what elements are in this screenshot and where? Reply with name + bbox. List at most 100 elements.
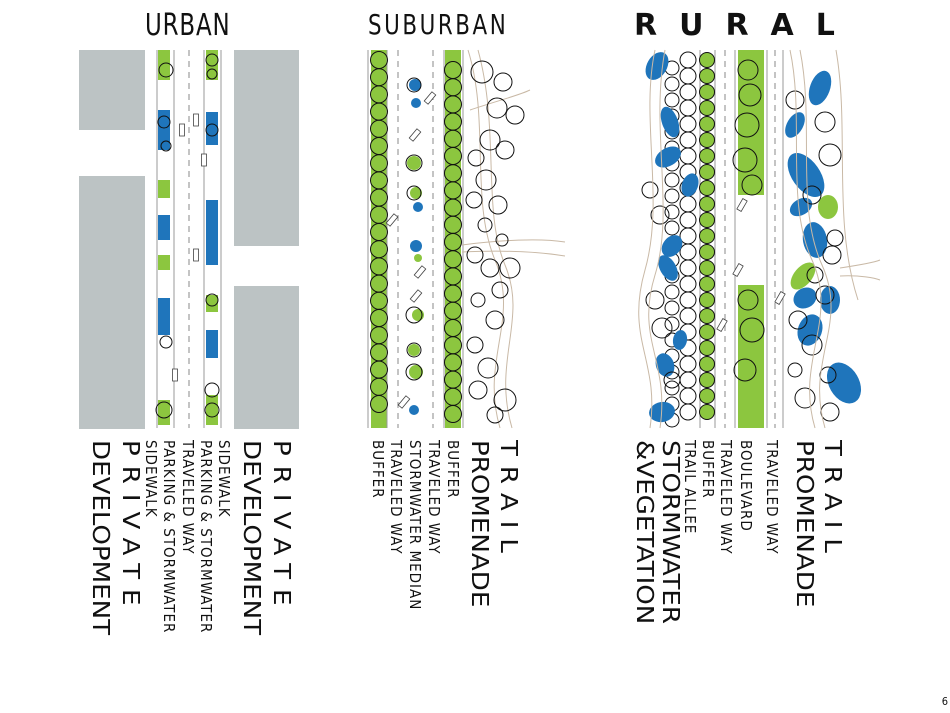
urban-label-sidewalk-right: SIDEWALK [215,440,233,518]
tree-canopy [470,60,494,84]
rural-title: RURAL [634,8,857,43]
stormwater-basin [661,235,683,257]
private-development-block [234,286,299,429]
private-development-block [79,176,145,429]
boulevard-planting [738,50,764,195]
stormwater-basin [658,255,678,281]
parking-stall [206,330,218,358]
tree-canopy [405,363,423,381]
parking-stall [206,112,218,145]
rural-label-trail: TRAIL [819,440,847,563]
buffer-tree [699,228,715,244]
tree-canopy [679,131,697,149]
suburban-label-buffer-right: BUFFER [444,440,462,499]
tree-canopy [787,362,803,378]
buffer-tree [699,276,715,292]
tree-canopy [679,115,697,133]
tree-canopy [737,289,759,311]
tree-canopy [641,181,659,199]
tree-canopy [444,405,462,423]
buffer-tree [699,68,715,84]
planting-area [410,187,422,199]
buffer-tree [699,292,715,308]
tree-canopy [679,243,697,261]
car [423,91,437,105]
tree-canopy [205,123,219,137]
private-development-block [79,50,145,130]
stormwater-basin [410,240,422,252]
tree-canopy [664,300,680,316]
car [774,291,786,305]
urban-label-development-left: DEVELOPMENT [87,440,115,636]
tree-canopy [679,67,697,85]
tree-canopy [679,355,697,373]
stormwater-basin [672,330,688,350]
car [716,318,728,332]
tree-canopy [679,147,697,165]
tree-canopy [664,220,680,236]
tree-canopy [679,403,697,421]
stormwater-basin [411,98,421,108]
tree-canopy [664,380,680,396]
tree-canopy [737,59,759,81]
rural-plan [638,49,881,429]
tree-canopy [485,310,505,330]
rural-label-traveled-way-right: TRAVELED WAY [763,440,781,555]
tree-canopy [679,227,697,245]
tree-canopy [733,358,757,382]
suburban-label-buffer-left: BUFFER [369,440,387,499]
tree-canopy [822,245,842,265]
private-development-block [234,50,299,246]
tree-canopy [741,174,763,196]
tree-canopy [491,281,509,299]
trail-path [835,49,859,301]
tree-canopy [406,342,422,358]
urban-plan [79,50,299,429]
buffer-tree [699,308,715,324]
buffer-tree [699,148,715,164]
buffer-tree [699,52,715,68]
rural-label-vegetation: &VEGETATION [631,440,659,625]
tree-canopy [679,99,697,117]
tree-canopy [486,97,508,119]
rural-label-traveled-way-left: TRAVELED WAY [717,440,735,555]
trail-path [839,259,881,269]
tree-canopy [664,188,680,204]
trail-path [839,275,881,281]
urban-label-development-right: DEVELOPMENT [238,440,266,636]
planting-area [818,195,838,219]
parking-stall [206,200,218,265]
tree-canopy [645,290,665,310]
parking-stall [158,298,170,335]
stormwater-basin [660,106,680,138]
parking-stall [158,215,170,240]
trail-path [638,49,656,429]
tree-canopy [664,284,680,300]
tree-canopy [206,68,218,80]
planting-area [407,156,421,170]
trail-path [469,89,531,111]
stormwater-basin [785,112,805,138]
planting-area [409,365,423,379]
buffer-tree [699,388,715,404]
urban-label-private-left: PRIVATE [117,440,145,616]
tree-canopy [499,257,521,279]
urban-label-parking-right: PARKING & STORMWATER [197,440,215,634]
tree-canopy [801,334,823,356]
tree-canopy [734,112,760,138]
tree-canopy [679,83,697,101]
planting-strip [206,395,218,425]
planting-strip [158,180,170,198]
car [193,248,199,262]
tree-canopy [738,83,762,107]
tree-canopy [475,169,497,191]
rural-label-boulevard: BOULEVARD [737,440,755,532]
tree-canopy [679,307,697,325]
stormwater-basin [802,222,828,258]
tree-canopy [794,387,816,409]
tree-canopy [466,336,484,354]
tree-canopy [406,77,422,93]
page-number: 6 [941,695,948,708]
tree-canopy [467,149,485,167]
